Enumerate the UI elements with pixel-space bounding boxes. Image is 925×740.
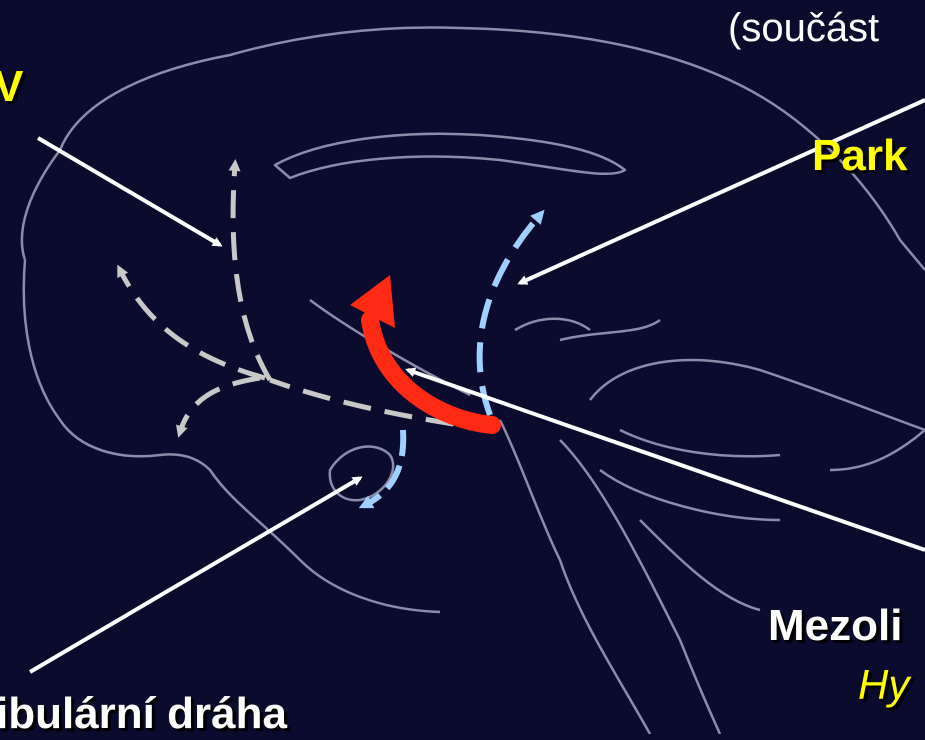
label-top-left: V: [0, 62, 23, 112]
pointer-line-topleft: [38, 138, 220, 245]
pointer-line-mesolimbic: [408, 370, 925, 550]
red-mesolimbic-arrow: [370, 320, 492, 425]
gray-path-down: [180, 378, 260, 432]
gray-path-up: [233, 165, 270, 380]
label-parkinson: Park: [812, 130, 907, 182]
gray-dashed-paths: [120, 165, 495, 432]
label-mesolimbic: Mezoli: [768, 600, 902, 652]
label-top-right: (součást: [728, 4, 879, 52]
label-tuberoinfundibular: ibulární dráha: [0, 688, 287, 740]
midbrain-outline: [515, 319, 660, 340]
tuberoinfundibular-arrow: [365, 430, 403, 505]
cortex-outline: [22, 27, 925, 612]
label-hypo: Hy: [858, 660, 909, 710]
gray-path-left: [120, 270, 265, 378]
corpus-callosum-outline: [275, 134, 625, 178]
pointer-line-tubero: [30, 478, 360, 672]
cerebellum-outline: [590, 360, 925, 610]
nigrostriatal-arrow: [480, 215, 540, 415]
pointer-line-parkinson: [520, 100, 925, 283]
pointer-lines: [30, 100, 925, 672]
